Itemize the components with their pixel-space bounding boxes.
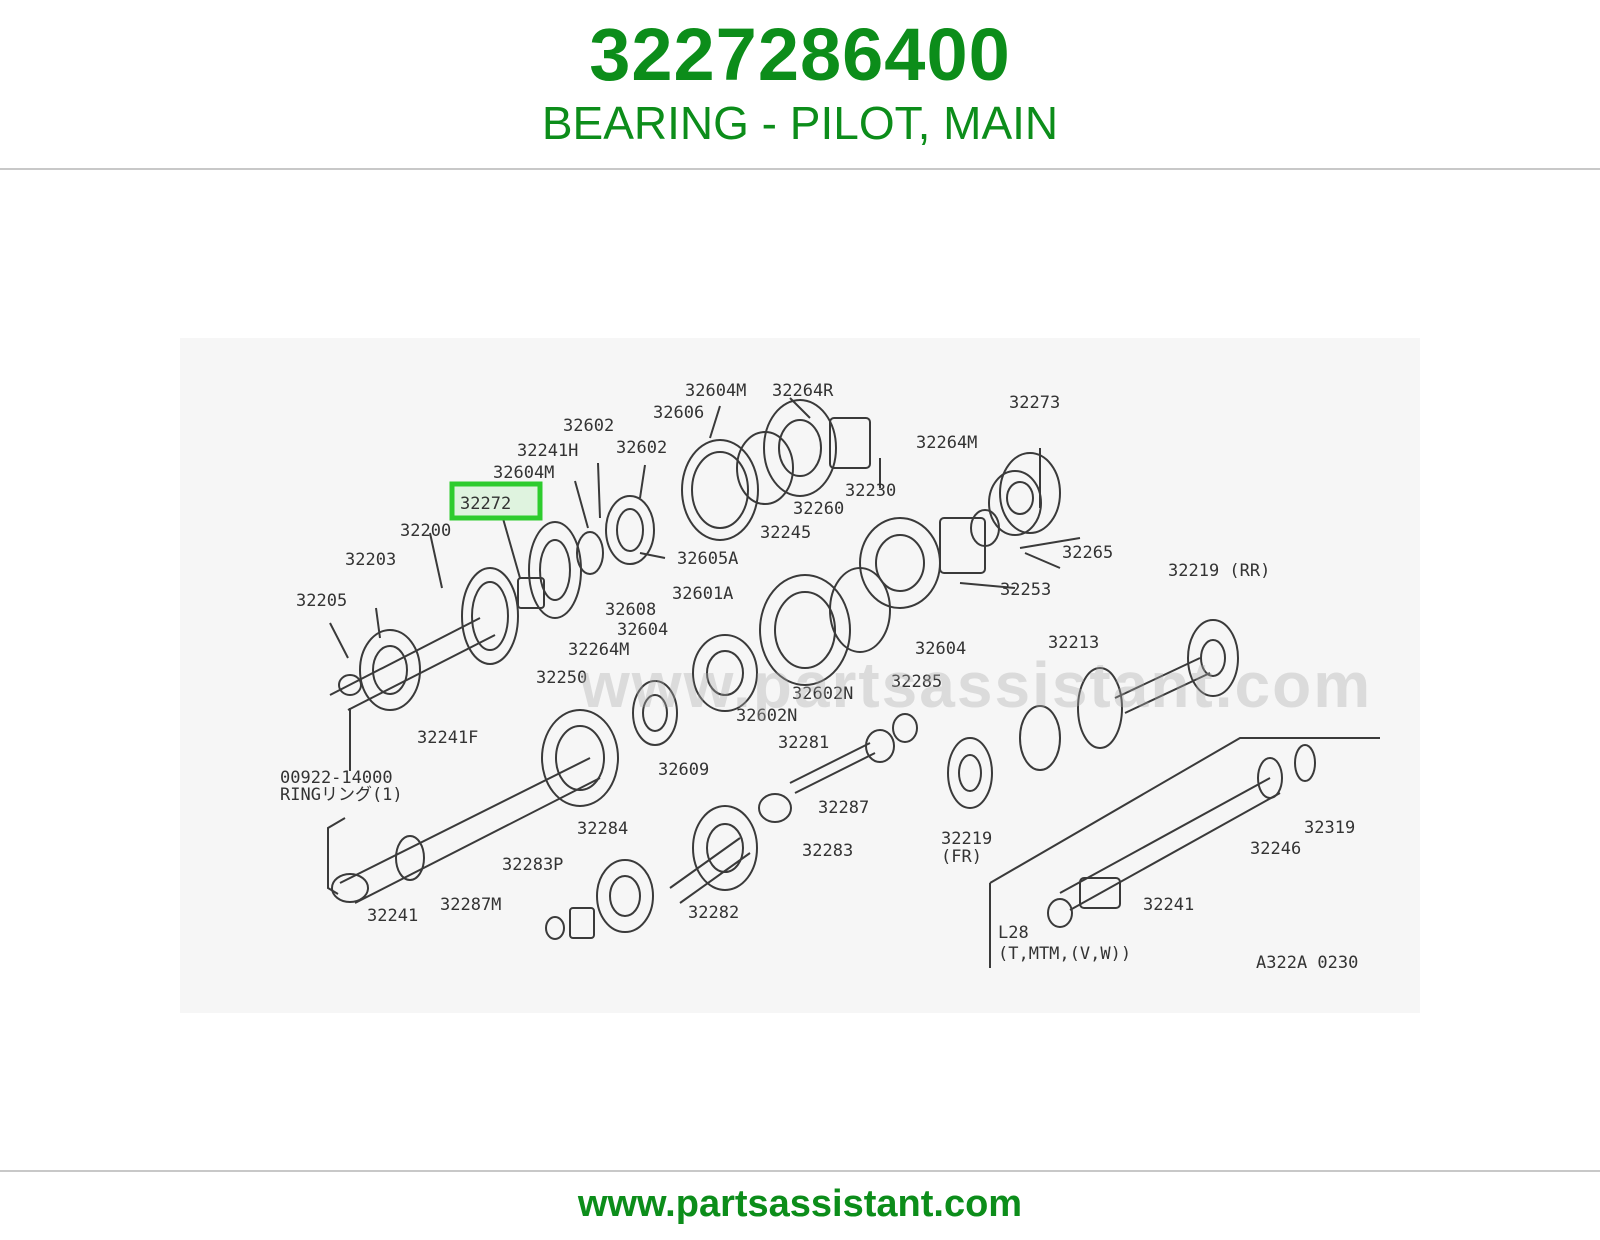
callout-label: RINGリング(1) (280, 785, 403, 805)
callout-label: 32282 (688, 903, 739, 923)
callout-label: 32246 (1250, 839, 1301, 859)
callout-label: 32253 (1000, 580, 1051, 600)
footer-divider (0, 1170, 1600, 1172)
callout-label: 32283P (502, 855, 563, 875)
callout-label: 32241H (517, 441, 578, 461)
callout-label: L28 (998, 923, 1029, 943)
callout-label: 32281 (778, 733, 829, 753)
callout-label: 32602N (792, 684, 853, 704)
callout-label: 32205 (296, 591, 347, 611)
callout-label: 00922-14000 (280, 768, 393, 788)
callout-label: 32241F (417, 728, 478, 748)
callout-label: 32203 (345, 550, 396, 570)
callout-label: 32264M (568, 640, 629, 660)
callout-label: 32264M (916, 433, 977, 453)
callout-label: 32602 (616, 438, 667, 458)
exploded-view-drawing: 32604M 32264R 32606 32602 32602 32241H 3… (280, 381, 1380, 973)
callout-label: 32230 (845, 481, 896, 501)
callout-label: 32265 (1062, 543, 1113, 563)
callout-label: 32319 (1304, 818, 1355, 838)
callout-label: 32604 (915, 639, 966, 659)
callout-labels: 32604M 32264R 32606 32602 32602 32241H 3… (280, 381, 1358, 973)
callout-label: (T,MTM,(V,W)) (998, 944, 1131, 964)
callout-label: 32608 (605, 600, 656, 620)
callout-label: 32284 (577, 819, 628, 839)
callout-label: 32241 (367, 906, 418, 926)
callout-label: 32219 (941, 829, 992, 849)
callout-label: 32264R (772, 381, 834, 401)
callout-label: 32213 (1048, 633, 1099, 653)
callout-label: 32260 (793, 499, 844, 519)
highlight-box (449, 481, 543, 521)
callout-label: 32200 (400, 521, 451, 541)
callout-label: 32602N (736, 706, 797, 726)
callout-label: 32604M (685, 381, 746, 401)
callout-label: (FR) (941, 847, 982, 867)
callout-label: 32241 (1143, 895, 1194, 915)
callout-label: 32219 (RR) (1168, 561, 1270, 581)
callout-label: 32273 (1009, 393, 1060, 413)
callout-label: 32609 (658, 760, 709, 780)
header-divider (0, 168, 1600, 170)
part-number-title: 3227286400 (589, 13, 1011, 96)
callout-label: 32287M (440, 895, 501, 915)
callout-label: 32602 (563, 416, 614, 436)
callout-label: 32604 (617, 620, 668, 640)
callout-label: 32601A (672, 584, 733, 604)
watermark: www.partsassistant.com (580, 649, 1373, 721)
callout-label: 32606 (653, 403, 704, 423)
part-name-subtitle: BEARING - PILOT, MAIN (541, 97, 1059, 149)
page-header: 3227286400 BEARING - PILOT, MAIN (0, 0, 1600, 168)
site-url-link[interactable]: www.partsassistant.com (577, 1183, 1023, 1225)
diagram-code-label: A322A 0230 (1256, 953, 1358, 973)
callout-label: 32605A (677, 549, 738, 569)
callout-label-highlighted: 32272 (460, 494, 511, 514)
callout-label: 32287 (818, 798, 869, 818)
callout-label: 32250 (536, 668, 587, 688)
parts-diagram: 32604M 32264R 32606 32602 32602 32241H 3… (180, 338, 1420, 1013)
callout-label: 32604M (493, 463, 554, 483)
callout-label: 32245 (760, 523, 811, 543)
callout-label: 32283 (802, 841, 853, 861)
callout-label: 32285 (891, 672, 942, 692)
